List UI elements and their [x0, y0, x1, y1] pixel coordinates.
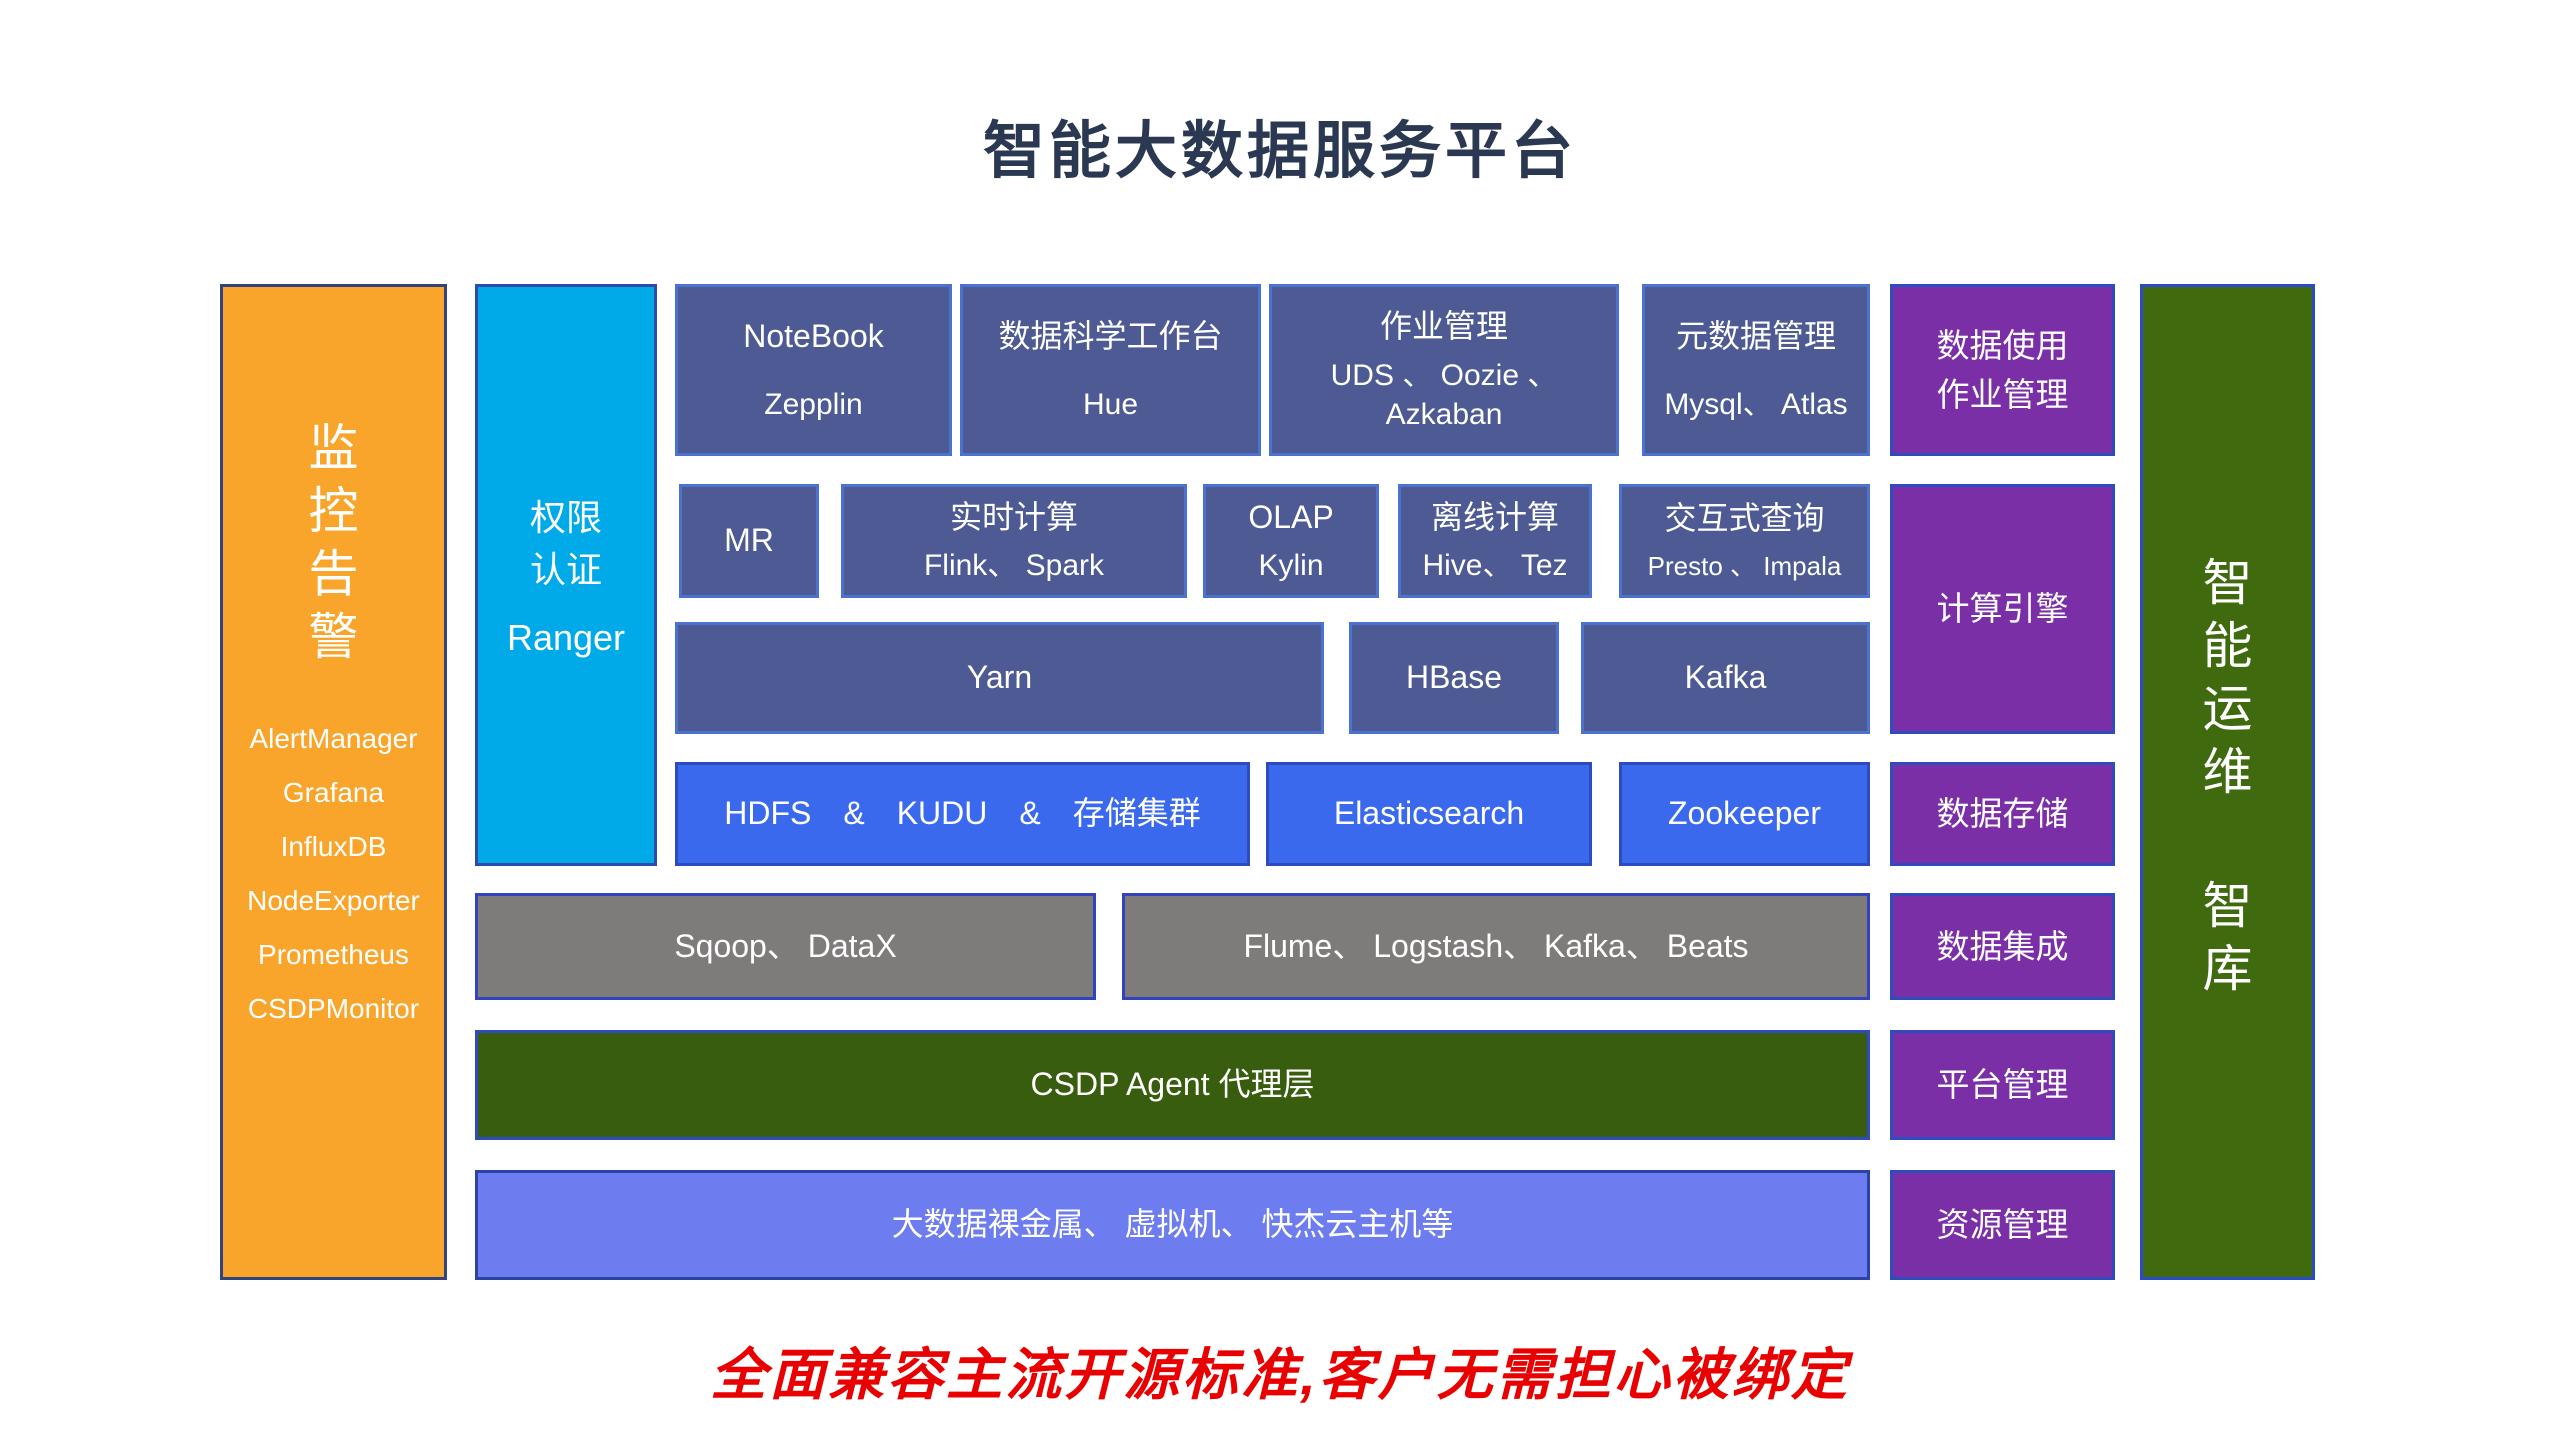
- box-label: 离线计算: [1430, 498, 1559, 535]
- column-auth-ranger: 权限 认证 Ranger: [475, 284, 657, 866]
- box-elasticsearch: Elasticsearch: [1266, 762, 1592, 866]
- box-label: 数据科学工作台: [998, 317, 1223, 354]
- category-label: 计算引擎: [1936, 590, 2069, 628]
- ops-column-subtitle: 智 库: [2202, 878, 2253, 997]
- box-offline-hive-tez: 离线计算 Hive、 Tez: [1398, 484, 1592, 598]
- monitor-tool-item: Grafana: [282, 777, 385, 808]
- category-label: 数据存储: [1936, 795, 2069, 833]
- category-data-storage: 数据存储: [1890, 762, 2115, 866]
- monitor-tool-item: Prometheus: [258, 939, 409, 970]
- box-realtime-flink-spark: 实时计算 Flink、 Spark: [841, 484, 1187, 598]
- box-label: Sqoop、 DataX: [674, 927, 897, 964]
- box-label: CSDP Agent 代理层: [1030, 1066, 1315, 1103]
- category-resource-management: 资源管理: [1890, 1170, 2115, 1280]
- box-sublabel: Presto 、 Impala: [1647, 550, 1842, 581]
- monitor-tool-item: CSDPMonitor: [247, 993, 420, 1024]
- box-label: OLAP: [1248, 498, 1334, 535]
- box-olap-kylin: OLAP Kylin: [1203, 484, 1379, 598]
- category-data-usage-job-management: 数据使用 作业管理: [1890, 284, 2115, 456]
- box-job-management-uds-oozie-azkaban: 作业管理 UDS 、 Oozie 、 Azkaban: [1269, 284, 1619, 456]
- box-hdfs-kudu-storage: HDFS & KUDU & 存储集群: [675, 762, 1250, 866]
- box-label: NoteBook: [743, 317, 884, 354]
- footer-slogan: 全面兼容主流开源标准,客户无需担心被绑定: [710, 1343, 1850, 1406]
- box-label: 作业管理: [1379, 308, 1508, 345]
- box-sublabel: Hive、 Tez: [1422, 549, 1568, 583]
- auth-product-label: Ranger: [506, 617, 626, 658]
- category-label: 数据集成: [1936, 927, 2069, 965]
- box-data-science-hue: 数据科学工作台 Hue: [960, 284, 1261, 456]
- box-kafka: Kafka: [1581, 622, 1870, 734]
- box-interactive-query-presto-impala: 交互式查询 Presto 、 Impala: [1619, 484, 1870, 598]
- box-bare-metal-vm-cloud-hosts: 大数据裸金属、 虚拟机、 快杰云主机等: [475, 1170, 1870, 1280]
- box-sublabel: Kylin: [1258, 549, 1324, 583]
- box-sublabel: Hue: [1082, 388, 1139, 422]
- box-flume-logstash-kafka-beats: Flume、 Logstash、 Kafka、 Beats: [1122, 893, 1870, 1000]
- box-label: MR: [724, 522, 774, 559]
- category-platform-management: 平台管理: [1890, 1030, 2115, 1140]
- monitor-tool-item: AlertManager: [249, 723, 418, 754]
- column-monitor-alert: 监 控 告 警 AlertManager Grafana InfluxDB No…: [220, 284, 447, 1280]
- monitor-tool-item: NodeExporter: [247, 885, 420, 916]
- ops-column-title: 智 能 运 维: [2202, 555, 2253, 800]
- category-label: 数据使用 作业管理: [1936, 326, 2069, 414]
- box-label: HDFS & KUDU & 存储集群: [724, 795, 1201, 832]
- box-label: 实时计算: [949, 498, 1078, 535]
- box-label: 元数据管理: [1675, 317, 1836, 354]
- box-label: 交互式查询: [1664, 500, 1825, 537]
- box-hbase: HBase: [1349, 622, 1559, 734]
- category-compute-engine: 计算引擎: [1890, 484, 2115, 734]
- box-csdp-agent-layer: CSDP Agent 代理层: [475, 1030, 1870, 1140]
- box-yarn: Yarn: [675, 622, 1324, 734]
- box-label: Kafka: [1684, 659, 1767, 696]
- box-notebook-zepplin: NoteBook Zepplin: [675, 284, 952, 456]
- auth-column-title: 权限 认证: [529, 497, 602, 591]
- monitor-column-title: 监 控 告 警: [308, 420, 359, 665]
- box-sublabel: UDS 、 Oozie 、 Azkaban: [1330, 358, 1558, 431]
- box-label: Elasticsearch: [1333, 795, 1525, 832]
- category-label: 资源管理: [1936, 1206, 2069, 1244]
- box-zookeeper: Zookeeper: [1619, 762, 1870, 866]
- box-label: HBase: [1405, 659, 1503, 696]
- box-sublabel: Mysql、 Atlas: [1664, 388, 1848, 422]
- monitor-tool-item: InfluxDB: [280, 831, 387, 862]
- page-title: 智能大数据服务平台: [982, 117, 1577, 186]
- monitor-tool-list: AlertManager Grafana InfluxDB NodeExport…: [223, 725, 444, 1023]
- box-sublabel: Flink、 Spark: [923, 549, 1105, 583]
- box-mr: MR: [679, 484, 819, 598]
- category-label: 平台管理: [1936, 1066, 2069, 1104]
- box-label: 大数据裸金属、 虚拟机、 快杰云主机等: [891, 1206, 1454, 1243]
- box-sqoop-datax: Sqoop、 DataX: [475, 893, 1096, 1000]
- category-data-integration: 数据集成: [1890, 893, 2115, 1000]
- box-label: Flume、 Logstash、 Kafka、 Beats: [1243, 927, 1749, 964]
- box-metadata-mysql-atlas: 元数据管理 Mysql、 Atlas: [1642, 284, 1870, 456]
- box-sublabel: Zepplin: [764, 388, 863, 422]
- column-intelligent-ops: 智 能 运 维 智 库: [2140, 284, 2315, 1280]
- box-label: Yarn: [966, 659, 1033, 696]
- box-label: Zookeeper: [1668, 795, 1821, 832]
